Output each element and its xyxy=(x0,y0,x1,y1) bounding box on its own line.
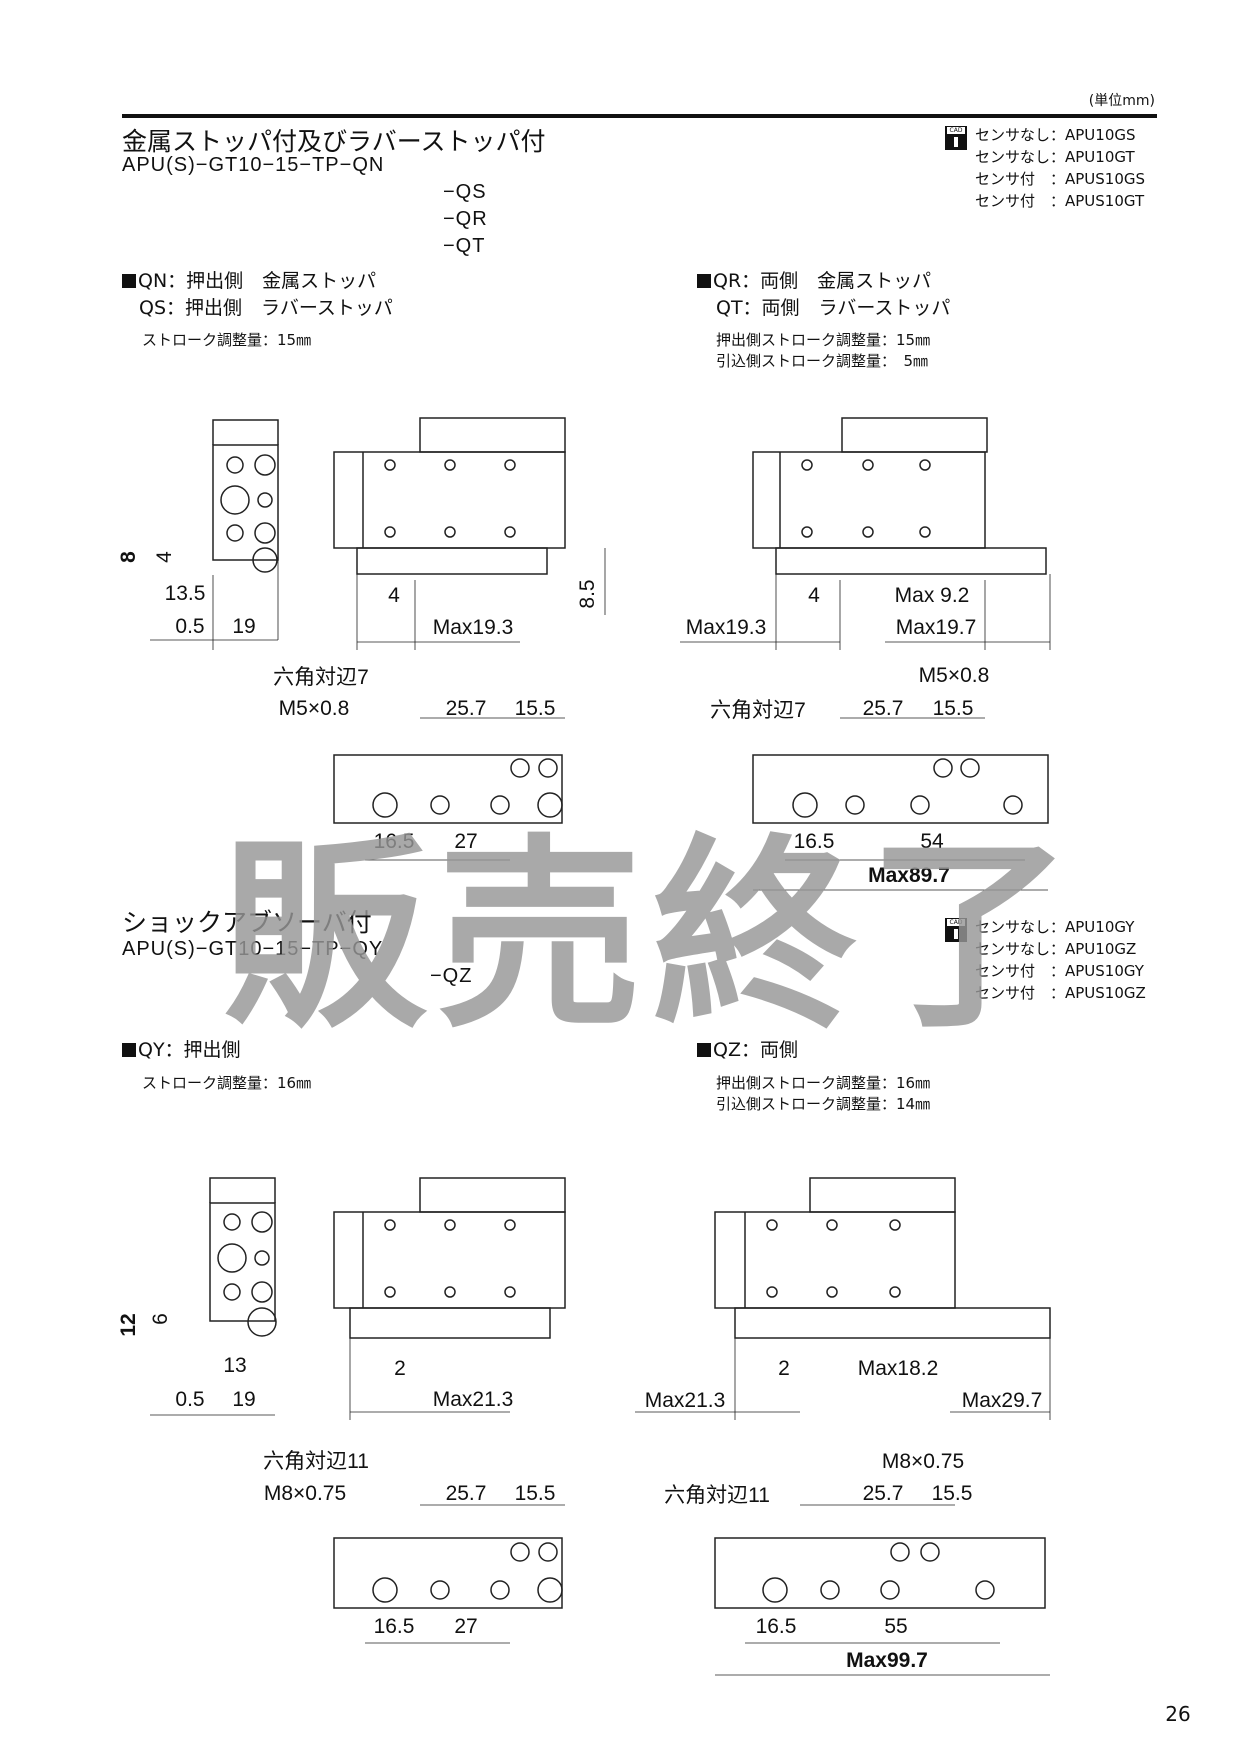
dim-label: 13.5 xyxy=(164,582,206,605)
dim-label: 15.5 xyxy=(931,1482,973,1505)
dim-label: 15.5 xyxy=(932,697,974,720)
s2-left-stroke: ストローク調整量：16㎜ xyxy=(142,1074,312,1092)
cad-item: センサ付 ：APUS10GS xyxy=(975,170,1146,188)
drawing-s2-side-view xyxy=(150,1177,277,1416)
drawing-s1-front-view-both xyxy=(680,417,1051,650)
cad-item: センサなし：APU10GZ xyxy=(975,940,1137,958)
cad-item: センサ付 ：APUS10GZ xyxy=(975,984,1146,1002)
dim-label: Max99.7 xyxy=(846,1649,928,1672)
drawing-s1-bottom-view-left xyxy=(333,717,565,861)
dim-label: M8×0.75 xyxy=(881,1450,965,1473)
dim-label: 六角対辺11 xyxy=(263,1450,369,1473)
section2-model-main: APU(S)−GT10−15−TP−QY xyxy=(122,938,384,960)
dim-label: Max89.7 xyxy=(868,864,950,887)
dim-label: 13 xyxy=(223,1354,247,1377)
dim-label: 25.7 xyxy=(445,1482,487,1505)
dim-label: 19 xyxy=(232,1388,256,1411)
dim-label: 4 xyxy=(388,584,400,607)
dim-label: 六角対辺7 xyxy=(273,666,369,689)
dim-label: 16.5 xyxy=(755,1615,797,1638)
dim-label: 0.5 xyxy=(175,615,205,638)
s2-right-option: QZ：両側 xyxy=(697,1035,798,1062)
dim-label: 16.5 xyxy=(373,830,415,853)
s1-left-stroke: ストローク調整量：15㎜ xyxy=(142,331,312,349)
cad-item: センサなし：APU10GY xyxy=(975,918,1135,936)
dim-label: 15.5 xyxy=(514,697,556,720)
dim-label: Max29.7 xyxy=(961,1389,1043,1412)
dim-label: 2 xyxy=(394,1357,406,1380)
dim-label: 8.5 xyxy=(576,579,599,609)
page-number: 26 xyxy=(1165,1702,1191,1726)
drawing-s2-bottom-view-right xyxy=(714,1504,1050,1676)
discontinued-watermark: 販売終了 xyxy=(222,818,1082,1056)
s1-right-option-1: QR：両側 金属ストッパ xyxy=(697,266,931,293)
dim-label: 25.7 xyxy=(862,1482,904,1505)
s2-right-stroke-pull: 引込側ストローク調整量：14㎜ xyxy=(716,1095,931,1113)
section1-title: 金属ストッパ付及びラバーストッパ付 xyxy=(122,127,546,156)
s1-right-stroke-pull: 引込側ストローク調整量： 5㎜ xyxy=(716,352,929,370)
dim-label: 54 xyxy=(920,830,944,853)
cad-item: センサ付 ：APUS10GY xyxy=(975,962,1144,980)
dim-label: Max21.3 xyxy=(644,1389,726,1412)
section2-model-qz: −QZ xyxy=(430,965,473,987)
dim-label: M5×0.8 xyxy=(278,697,350,720)
dim-label: 27 xyxy=(454,1615,478,1638)
cad-item: センサなし：APU10GT xyxy=(975,148,1135,166)
section2-title: ショックアブソーバ付 xyxy=(122,908,372,937)
dim-label: Max 9.2 xyxy=(894,584,970,607)
drawing-s2-bottom-view-left xyxy=(333,1504,565,1644)
dim-label: 25.7 xyxy=(445,697,487,720)
dim-label: 27 xyxy=(454,830,478,853)
s1-right-stroke-push: 押出側ストローク調整量：15㎜ xyxy=(716,331,931,349)
dim-label: 6 xyxy=(149,1313,172,1325)
section1-cad-list: CAD センサなし：APU10GS センサなし：APU10GT センサ付 ：AP… xyxy=(945,124,1165,212)
cad-item: センサ付 ：APUS10GT xyxy=(975,192,1145,210)
dim-label: 4 xyxy=(153,551,176,563)
dim-label: 六角対辺11 xyxy=(664,1484,770,1507)
cad-item: センサなし：APU10GS xyxy=(975,126,1136,144)
s2-right-stroke-push: 押出側ストローク調整量：16㎜ xyxy=(716,1074,931,1092)
section1-model-qt: −QT xyxy=(443,235,486,257)
dim-label: 六角対辺7 xyxy=(710,699,806,722)
dim-label: 0.5 xyxy=(175,1388,205,1411)
section1-model-main: APU(S)−GT10−15−TP−QN xyxy=(122,154,385,176)
dim-label: 55 xyxy=(884,1615,908,1638)
dim-label: 8 xyxy=(117,551,140,563)
dim-label: 12 xyxy=(117,1313,140,1337)
dim-label: M5×0.8 xyxy=(918,664,990,687)
s2-left-option: QY：押出側 xyxy=(122,1035,241,1062)
drawing-s1-front-view xyxy=(333,417,606,650)
drawing-s2-front-view-both xyxy=(635,1177,1051,1420)
dim-label: 4 xyxy=(808,584,820,607)
drawing-s2-front-view xyxy=(333,1177,566,1420)
unit-label: (単位mm) xyxy=(1088,93,1155,109)
s1-left-option-2: QS：押出側 ラバーストッパ xyxy=(139,297,393,319)
dim-label: Max18.2 xyxy=(857,1357,939,1380)
dim-label: 19 xyxy=(232,615,256,638)
cad-icon[interactable]: CAD xyxy=(945,918,967,942)
dim-label: 16.5 xyxy=(373,1615,415,1638)
dim-label: Max19.3 xyxy=(432,616,514,639)
drawing-s1-side-view xyxy=(150,419,279,650)
drawing-s1-bottom-view-right xyxy=(752,717,1049,891)
dim-label: 16.5 xyxy=(793,830,835,853)
dim-label: Max21.3 xyxy=(432,1388,514,1411)
dim-label: M8×0.75 xyxy=(263,1482,347,1505)
section1-model-qr: −QR xyxy=(443,208,488,230)
dim-label: Max19.7 xyxy=(895,616,977,639)
section2-cad-list: CAD センサなし：APU10GY センサなし：APU10GZ センサ付 ：AP… xyxy=(945,916,1165,1004)
cad-icon[interactable]: CAD xyxy=(945,126,967,150)
section1-model-qs: −QS xyxy=(443,181,487,203)
dim-label: 25.7 xyxy=(862,697,904,720)
section-divider xyxy=(122,114,1157,118)
dim-label: Max19.3 xyxy=(685,616,767,639)
s1-right-option-2: QT：両側 ラバーストッパ xyxy=(716,297,951,319)
dim-label: 15.5 xyxy=(514,1482,556,1505)
s1-left-option-1: QN：押出側 金属ストッパ xyxy=(122,266,376,293)
dim-label: 2 xyxy=(778,1357,790,1380)
